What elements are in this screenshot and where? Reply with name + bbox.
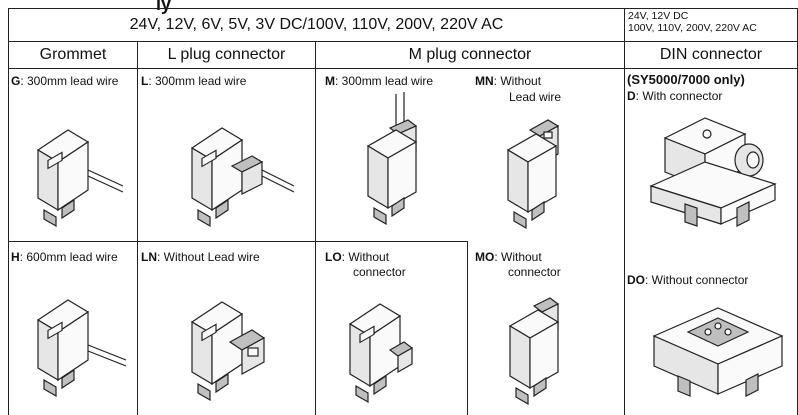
cell-label-lo: LO: Without bbox=[325, 250, 390, 264]
cell-label-mo: MO: Without bbox=[475, 250, 542, 264]
voltage-header: 24V, 12V, 6V, 5V, 3V DC/100V, 110V, 200V… bbox=[129, 16, 504, 33]
valve-mo-image bbox=[508, 297, 560, 406]
valve-m-plug-mn-image bbox=[506, 119, 560, 230]
cell-label-mn: MN: Without bbox=[475, 74, 542, 88]
cell-label-mo-line2: connector bbox=[508, 265, 561, 279]
cell-label-h: H: 600mm lead wire bbox=[11, 250, 118, 264]
cell-label-ln: LN: Without Lead wire bbox=[141, 250, 260, 264]
din-voltage-line1: 24V, 12V DC bbox=[628, 10, 689, 22]
valve-din-d-image bbox=[649, 117, 777, 227]
column-header-grommet: Grommet bbox=[39, 46, 107, 63]
din-model-note: (SY5000/7000 only) bbox=[627, 72, 745, 87]
cell-label-l: L: 300mm lead wire bbox=[141, 74, 247, 88]
section-title-fragment: ly bbox=[156, 0, 172, 14]
din-voltage-line2: 100V, 110V, 200V, 220V AC bbox=[628, 22, 757, 34]
column-header-m-plug: M plug connector bbox=[408, 46, 532, 63]
cell-label-do: DO: Without connector bbox=[627, 273, 749, 287]
cell-label-d: D: With connector bbox=[627, 89, 723, 103]
valve-lo-image bbox=[348, 303, 414, 404]
valve-grommet-g-image bbox=[36, 129, 124, 228]
cell-label-lo-line2: connector bbox=[353, 265, 406, 279]
valve-grommet-h-image bbox=[36, 299, 127, 398]
column-header-din: DIN connector bbox=[659, 46, 763, 63]
cell-label-mn-line2: Lead wire bbox=[509, 90, 562, 104]
valve-m-plug-m-image bbox=[366, 92, 418, 226]
valve-din-do-image bbox=[652, 307, 784, 397]
valve-l-plug-ln-image bbox=[190, 301, 266, 402]
cell-label-m: M: 300mm lead wire bbox=[325, 74, 434, 88]
cell-label-g: G: 300mm lead wire bbox=[11, 74, 119, 88]
valve-l-plug-l-image bbox=[190, 127, 295, 228]
column-header-l-plug: L plug connector bbox=[167, 46, 286, 63]
